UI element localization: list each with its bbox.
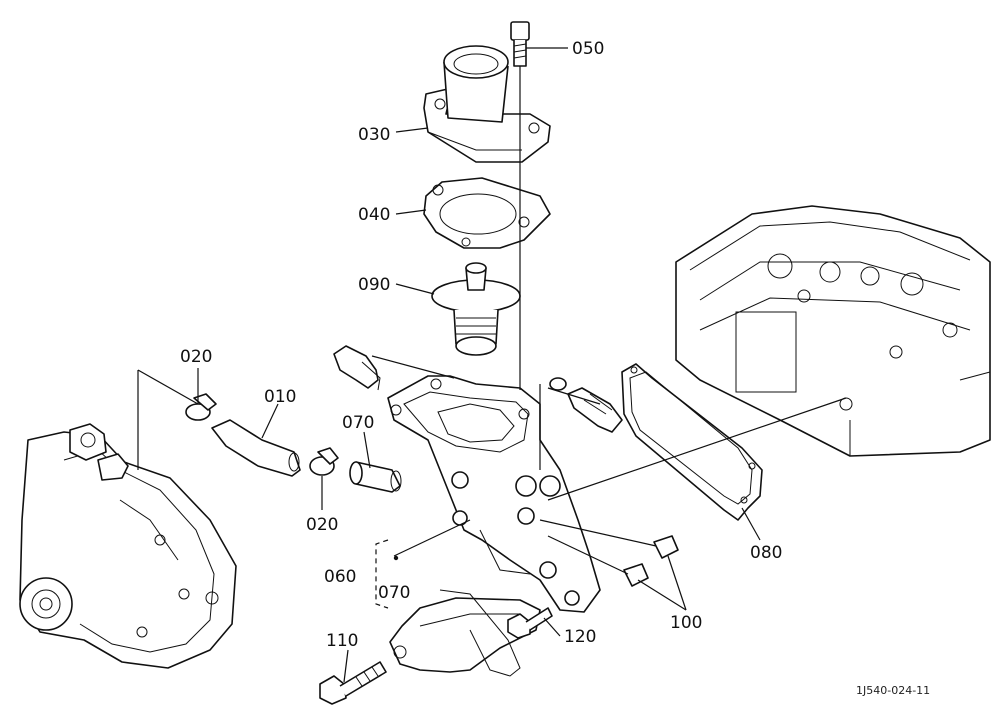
temperature-sensor	[333, 345, 623, 433]
callout-020-lower: 020	[306, 515, 338, 535]
thermostat-housing-060	[387, 375, 601, 613]
pipe-070	[349, 461, 402, 493]
callout-120: 120	[564, 627, 596, 647]
bolt-110	[319, 661, 387, 705]
callout-070-pipe: 070	[342, 413, 374, 433]
callout-050: 050	[572, 39, 604, 59]
hose-clamp-020-lower	[309, 447, 339, 476]
leader-lines	[137, 47, 847, 683]
callout-090: 090	[358, 275, 390, 295]
callout-020-upper: 020	[180, 347, 212, 367]
thermostat-cover-030	[423, 45, 551, 163]
bolt-050	[510, 21, 530, 67]
drawing-code: 1J540-024-11	[856, 684, 930, 697]
cylinder-head	[675, 205, 991, 457]
water-pump	[19, 423, 237, 669]
callout-080: 080	[750, 543, 782, 563]
hose-clamp-020-upper	[185, 393, 217, 421]
callout-060: 060	[324, 567, 356, 587]
hose-010	[211, 419, 301, 477]
callout-030: 030	[358, 125, 390, 145]
callout-110: 110	[326, 631, 358, 651]
callout-040: 040	[358, 205, 390, 225]
bolt-120	[507, 607, 553, 639]
callout-100: 100	[670, 613, 702, 633]
callout-010: 010	[264, 387, 296, 407]
gasket-040	[423, 177, 551, 249]
thermostat-090	[431, 262, 521, 356]
gasket-080	[621, 363, 763, 521]
plugs-100	[623, 535, 679, 587]
bracket	[389, 589, 541, 677]
callout-070-group: 070	[378, 583, 410, 603]
